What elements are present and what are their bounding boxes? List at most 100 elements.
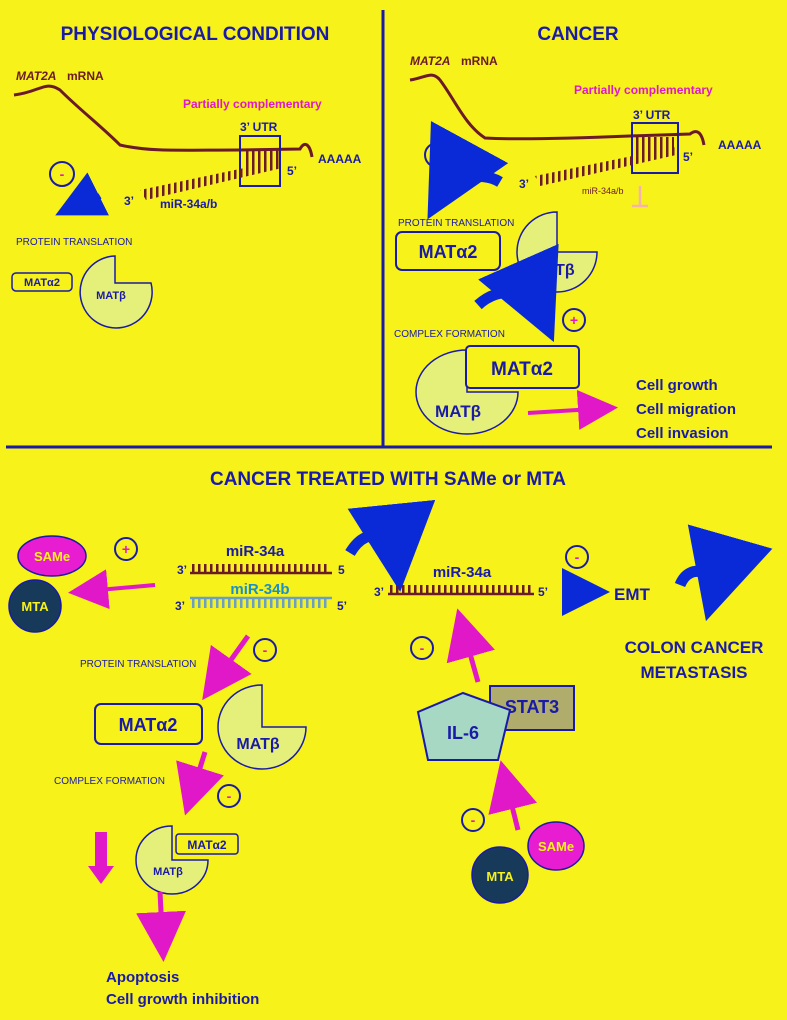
- mir34b-five-prime: 5’: [337, 599, 347, 613]
- complex-mat-alpha2-box: [465, 345, 580, 389]
- cancer-mrna-gene-label: MAT2A: [410, 54, 450, 68]
- cancer-poly-a-tail: AAAAA: [718, 138, 762, 152]
- mirna-to-emt-curve-arrow: [345, 499, 436, 592]
- mir34a-label: miR-34a: [226, 543, 285, 560]
- mir34a-three-prime: 3’: [177, 563, 187, 577]
- utr-label: 3’ UTR: [240, 120, 278, 134]
- physiological-title: PHYSIOLOGICAL CONDITION: [61, 24, 330, 45]
- cancer-outcome-arrow: [527, 389, 618, 430]
- protein-translation-label: PROTEIN TRANSLATION: [16, 237, 132, 248]
- cancer-title: CANCER: [537, 24, 619, 45]
- cancer-complex-sign-text: +: [570, 312, 578, 328]
- cancer-utr-box: [631, 122, 679, 174]
- same-molecule-2: [527, 821, 585, 871]
- il6-pentagon: [416, 691, 512, 761]
- cancer-five-prime-label: 5’: [683, 150, 693, 164]
- cancer-translation-sign-text: +: [433, 147, 441, 163]
- outcome-cell-migration: Cell migration: [636, 401, 736, 418]
- treated-mat-alpha2-box: [94, 703, 203, 745]
- outcome-cell-growth: Cell growth: [636, 377, 718, 394]
- mir34a-right-five-prime: 5’: [538, 585, 548, 599]
- mat-alpha2-label: MATα2: [24, 277, 60, 289]
- treated-complex-mat-beta-label: MATβ: [153, 866, 183, 878]
- treated-plus-sign-text: +: [122, 541, 130, 557]
- treated-plus-sign: [114, 537, 138, 561]
- treated-mat-alpha2-label: MATα2: [119, 715, 178, 735]
- mta-molecule: [8, 579, 62, 633]
- decrease-arrow: [88, 832, 114, 884]
- same-mta-il6-sign-text: -: [471, 812, 476, 828]
- translation-arrow: [55, 172, 109, 216]
- mrna-strand: [13, 84, 314, 158]
- cancer-mat-alpha2-label: MATα2: [419, 242, 478, 262]
- cancer-complex-sign: [562, 308, 586, 332]
- treated-complex-mat-alpha2-box: [175, 833, 239, 855]
- complex-down-arrow: [176, 751, 224, 816]
- il6-to-mirna-arrow: [446, 608, 495, 683]
- cancer-complex-arrow: [474, 243, 559, 343]
- inhibition-sign-text: -: [60, 166, 65, 182]
- mat-beta-shape: [79, 255, 153, 329]
- mat-beta-label: MATβ: [96, 290, 126, 302]
- outcome-apoptosis: Apoptosis: [106, 969, 179, 986]
- same-mta-to-il6-arrow: [488, 760, 537, 831]
- physiological-panel: PHYSIOLOGICAL CONDITION MAT2A mRNA Parti…: [11, 24, 362, 329]
- mta-label: MTA: [21, 599, 49, 614]
- mta-label-2: MTA: [486, 869, 514, 884]
- treated-complex-sign-text: -: [227, 788, 232, 804]
- cancer-mrna-label: mRNA: [461, 54, 498, 68]
- il6-mirna-sign-text: -: [420, 640, 425, 656]
- cancer-mat-beta-label: MATβ: [531, 262, 574, 279]
- treated-complex-formation-label: COMPLEX FORMATION: [54, 776, 165, 787]
- same-mta-to-mirna-arrow: [68, 569, 156, 610]
- same-label: SAMe: [34, 549, 70, 564]
- cancer-mirna-strand: [535, 147, 676, 186]
- mir34a-right-strand: [388, 585, 532, 595]
- three-prime-label: 3’: [124, 194, 134, 208]
- il6-mirna-sign: [410, 636, 434, 660]
- emt-to-metastasis-arrow: [674, 524, 773, 622]
- partially-complementary-label: Partially complementary: [183, 97, 322, 111]
- metastasis-line2: METASTASIS: [640, 663, 747, 682]
- mirna-strand: [140, 160, 282, 200]
- poly-a-tail: AAAAA: [318, 152, 362, 166]
- mirna-blocked-inhibitor: [632, 186, 648, 208]
- mir34a-right-label: miR-34a: [433, 564, 492, 581]
- treated-complex-mat-beta-shape: [135, 825, 209, 895]
- outcome-growth-inhibition: Cell growth inhibition: [106, 991, 259, 1008]
- mir34b-three-prime: 3’: [175, 599, 185, 613]
- complex-mat-beta-label: MATβ: [435, 402, 481, 421]
- cancer-partially-complementary-label: Partially complementary: [574, 83, 713, 97]
- mir34b-strand: [190, 598, 330, 608]
- treated-mat-beta-label: MATβ: [236, 736, 279, 753]
- cancer-translation-arrow: [427, 120, 509, 220]
- translation-down-arrow: [202, 634, 252, 701]
- mrna-label: mRNA: [67, 69, 104, 83]
- outcome-cell-invasion: Cell invasion: [636, 425, 729, 442]
- treated-translation-sign: [253, 638, 277, 662]
- mat-alpha2-box: [11, 272, 73, 292]
- cancer-mirna-label: miR-34a/b: [582, 186, 624, 196]
- same-molecule: [17, 535, 87, 577]
- cancer-complex-formation-label: COMPLEX FORMATION: [394, 329, 505, 340]
- mir34b-label: miR-34b: [230, 581, 289, 598]
- mir34a-five-prime: 5: [338, 563, 345, 577]
- treated-complex-sign: [217, 784, 241, 808]
- cancer-mat-beta-shape: [516, 211, 598, 293]
- treated-panel: CANCER TREATED WITH SAMe or MTA SAMe MTA…: [8, 469, 773, 1008]
- cancer-protein-translation-label: PROTEIN TRANSLATION: [398, 218, 514, 229]
- treated-title: CANCER TREATED WITH SAMe or MTA: [210, 469, 566, 490]
- treated-complex-mat-alpha2-label: MATα2: [187, 838, 226, 852]
- cancer-utr-label: 3’ UTR: [633, 108, 671, 122]
- cancer-panel: CANCER MAT2A mRNA Partially complementar…: [394, 24, 762, 442]
- complex-mat-beta-shape: [415, 349, 519, 435]
- complex-mat-alpha2-label: MATα2: [491, 359, 553, 380]
- mir34a-right-three-prime: 3’: [374, 585, 384, 599]
- il6-label: IL-6: [447, 723, 479, 743]
- same-mta-il6-sign: [461, 808, 485, 832]
- emt-sign-text: -: [575, 549, 580, 565]
- mirna-label: miR-34a/b: [160, 197, 217, 211]
- treated-translation-sign-text: -: [263, 642, 268, 658]
